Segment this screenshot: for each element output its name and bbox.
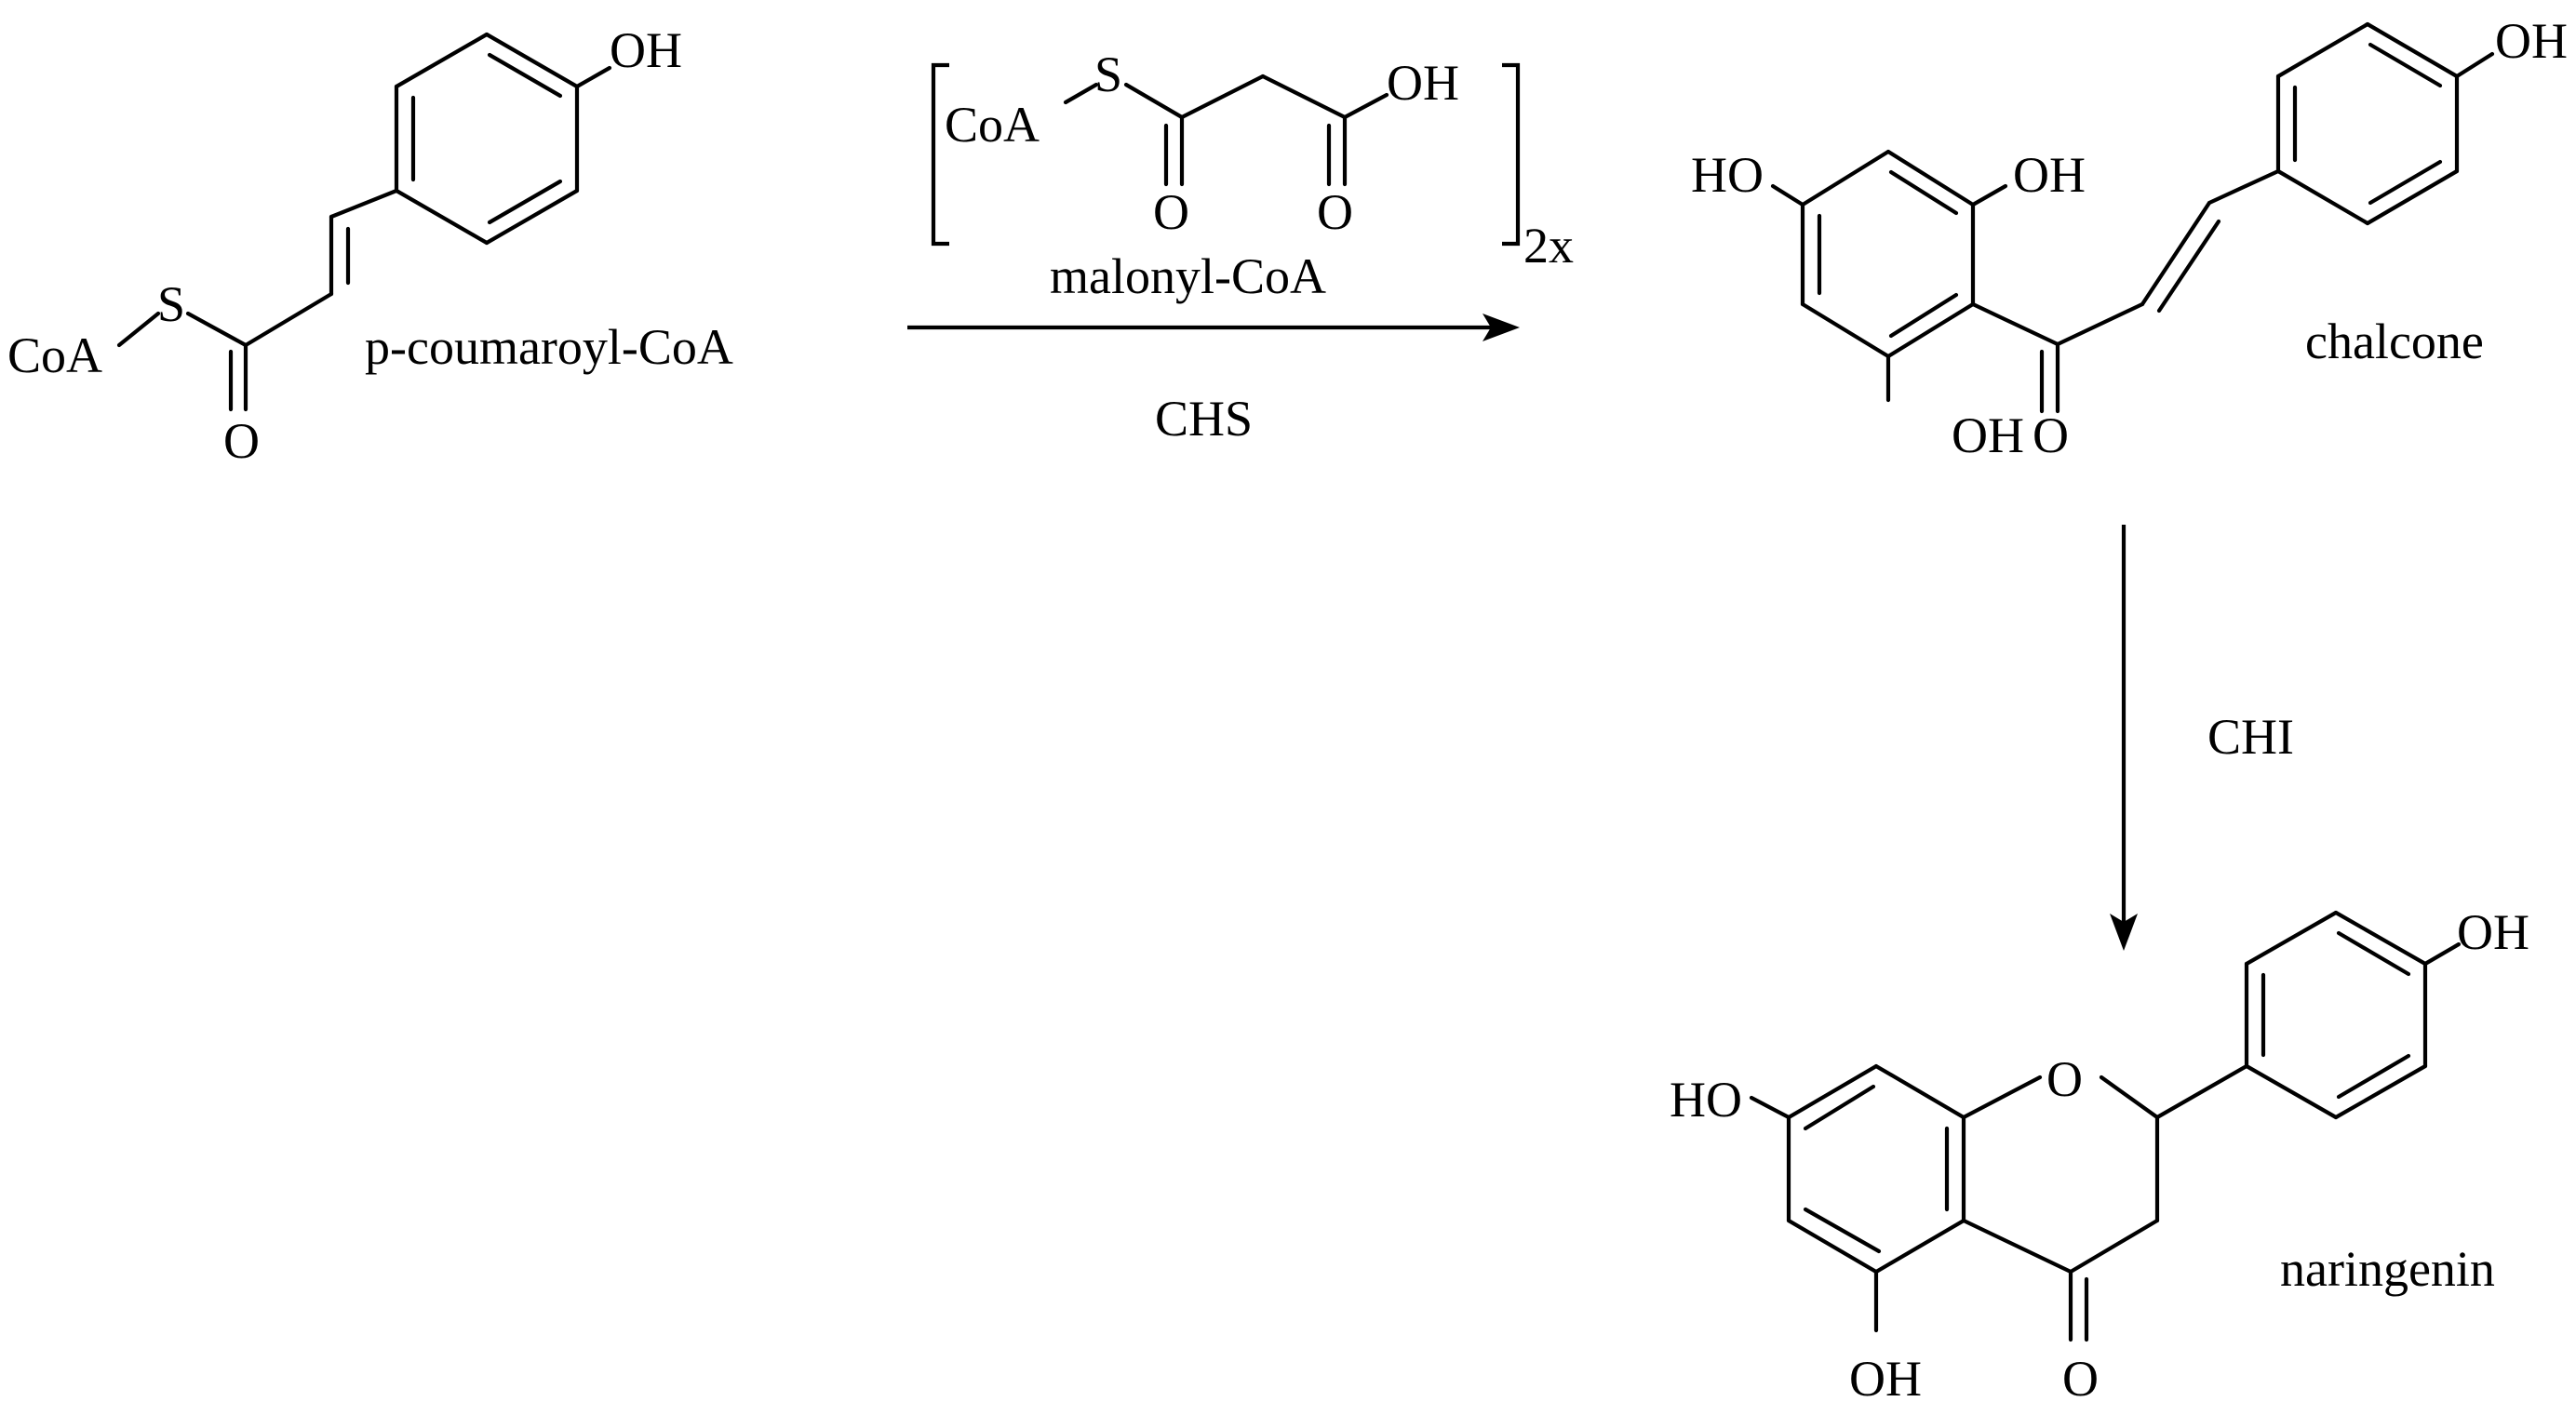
- chalcone-o: O: [2033, 407, 2069, 463]
- coumaroyl-s: S: [157, 276, 185, 332]
- chs-arrow: [907, 314, 1520, 341]
- malonyl-coa-structure: CoA S OH O O 2x malonyl-CoA: [931, 47, 1574, 304]
- chi-arrow: [2110, 525, 2138, 951]
- naringenin-label: naringenin: [2280, 1241, 2495, 1297]
- stoichiometry: 2x: [1523, 218, 1574, 274]
- chalcone-oh-left: HO: [1691, 147, 1764, 203]
- coumaroyl-coa-group: CoA: [7, 327, 102, 383]
- naringenin-o: O: [2062, 1351, 2099, 1407]
- chalcone-bonds: [1770, 21, 2495, 414]
- malonyl-o-thioester: O: [1153, 184, 1189, 240]
- chi-label: CHI: [2207, 709, 2294, 765]
- chs-label: CHS: [1155, 391, 1253, 447]
- naringenin-bonds: [1749, 910, 2462, 1342]
- coumaroyl-label: p-coumaroyl-CoA: [365, 319, 733, 375]
- malonyl-o-acid: O: [1317, 184, 1353, 240]
- malonyl-coa-group: CoA: [945, 97, 1040, 153]
- malonyl-label: malonyl-CoA: [1050, 248, 1326, 304]
- left-bracket: [931, 62, 949, 247]
- malonyl-s: S: [1094, 47, 1122, 102]
- p-coumaroyl-coa-structure: OH S O CoA p-coumaroyl-CoA: [7, 22, 733, 469]
- naringenin-oh-left: HO: [1670, 1072, 1742, 1128]
- chalcone-oh-para: OH: [2495, 13, 2568, 69]
- right-bracket: [1502, 62, 1521, 247]
- chalcone-oh-ortho: OH: [2013, 147, 2086, 203]
- malonyl-oh: OH: [1387, 55, 1459, 111]
- chalcone-structure: HO OH OH O OH chalcone: [1691, 13, 2568, 463]
- chalcone-oh-bottom: OH: [1952, 407, 2024, 463]
- coumaroyl-oh: OH: [610, 22, 682, 78]
- coumaroyl-o: O: [223, 413, 260, 469]
- coumaroyl-bonds: [116, 32, 612, 412]
- naringenin-ring-o: O: [2046, 1051, 2083, 1107]
- naringenin-oh-bottom: OH: [1849, 1351, 1922, 1407]
- naringenin-structure: HO O OH O OH naringenin: [1670, 904, 2529, 1407]
- naringenin-oh-para: OH: [2457, 904, 2529, 960]
- chalcone-label: chalcone: [2305, 314, 2484, 369]
- malonyl-bonds: [1063, 73, 1389, 187]
